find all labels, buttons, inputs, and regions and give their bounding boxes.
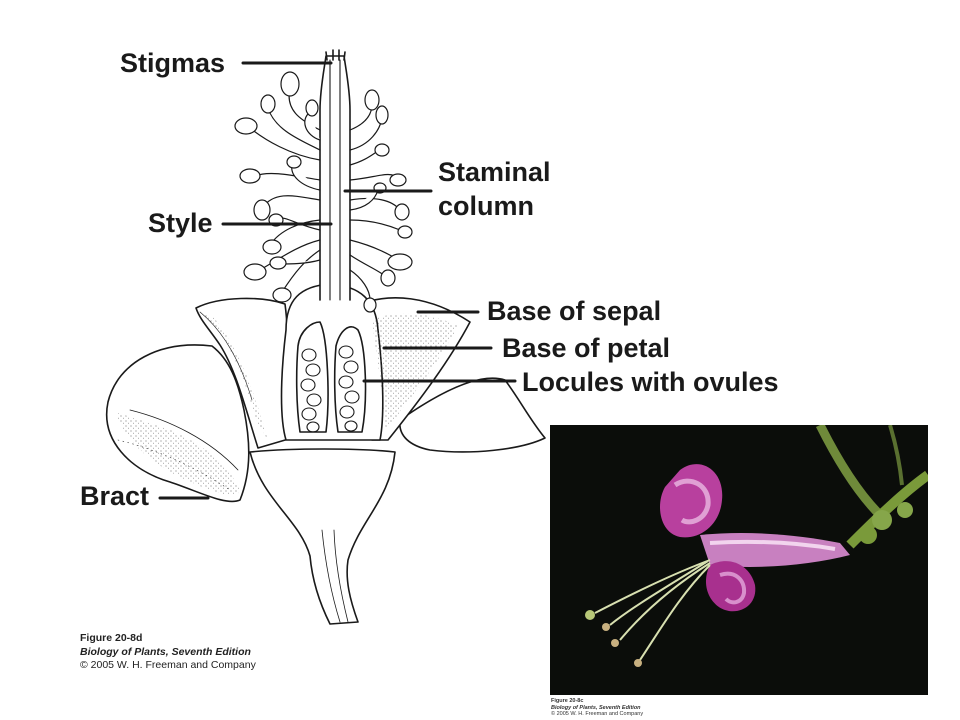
style	[329, 59, 341, 301]
label-base-of-sepal: Base of sepal	[487, 296, 662, 326]
photo-caption-figure-number: Figure 20-8c	[551, 698, 584, 704]
caption-copyright: © 2005 W. H. Freeman and Company	[80, 659, 256, 671]
staminal-column	[319, 55, 351, 301]
pointer-lines	[158, 61, 517, 500]
flower-photo-art	[550, 425, 928, 695]
figure-caption-photo: Figure 20-8c Biology of Plants, Seventh …	[551, 698, 643, 718]
stigmas	[325, 49, 346, 61]
label-stigmas: Stigmas	[120, 48, 226, 78]
label-style: Style	[148, 208, 213, 238]
label-staminal: Staminal	[438, 157, 551, 187]
caption-source: Biology of Plants, Seventh Edition	[80, 645, 251, 658]
label-locules-with-ovules: Locules with ovules	[522, 367, 779, 397]
figure-caption-main: Figure 20-8d Biology of Plants, Seventh …	[80, 632, 256, 673]
label-bract: Bract	[80, 481, 150, 511]
photo-caption-copyright: © 2005 W. H. Freeman and Company	[551, 711, 644, 717]
label-base-of-petal: Base of petal	[502, 333, 671, 363]
caption-figure-number: Figure 20-8d	[80, 632, 143, 644]
label-column: column	[438, 191, 535, 221]
photo-caption-source: Biology of Plants, Seventh Edition	[551, 704, 641, 711]
flower-photo	[550, 425, 928, 695]
